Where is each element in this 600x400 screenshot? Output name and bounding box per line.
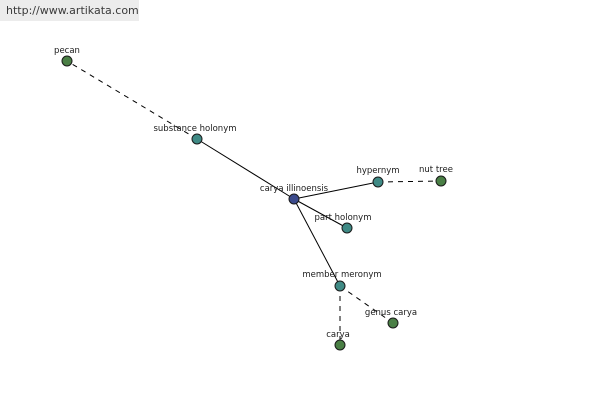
node-pecan[interactable] bbox=[61, 55, 73, 67]
node-member-meronym[interactable] bbox=[334, 280, 346, 292]
node-label-part-holonym: part holonym bbox=[315, 213, 372, 223]
edges-layer bbox=[66, 60, 442, 345]
node-substance-holonym[interactable] bbox=[191, 133, 203, 145]
node-label-substance-holonym: substance holonym bbox=[153, 124, 236, 134]
edge-hypernym-to-nut-tree bbox=[377, 180, 442, 183]
node-nut-tree[interactable] bbox=[435, 175, 447, 187]
node-part-holonym[interactable] bbox=[341, 222, 353, 234]
node-label-carya: carya bbox=[326, 330, 350, 340]
labels-layer: carya illinoensis substance holonym pecan h… bbox=[54, 46, 453, 340]
node-label-hypernym: hypernym bbox=[356, 166, 399, 176]
node-carya[interactable] bbox=[334, 339, 346, 351]
node-label-carya-illinoensis: carya illinoensis bbox=[260, 184, 329, 194]
site-url-watermark: http://www.artikata.com bbox=[0, 0, 139, 21]
edge-carya-illinoensis-to-substance-holonym bbox=[196, 138, 295, 200]
node-label-genus-carya: genus carya bbox=[365, 308, 417, 318]
edge-carya-illinoensis-to-part-holonym bbox=[293, 198, 348, 229]
node-label-pecan: pecan bbox=[54, 46, 80, 56]
edge-carya-illinoensis-to-hypernym bbox=[293, 181, 379, 200]
node-label-nut-tree: nut tree bbox=[419, 165, 453, 175]
edge-member-meronym-to-genus-carya bbox=[339, 285, 394, 324]
edge-carya-illinoensis-to-member-meronym bbox=[293, 198, 341, 287]
node-hypernym[interactable] bbox=[372, 176, 384, 188]
nodes-layer bbox=[61, 55, 447, 351]
node-carya-illinoensis[interactable] bbox=[288, 193, 300, 205]
node-label-member-meronym: member meronym bbox=[302, 270, 381, 280]
node-genus-carya[interactable] bbox=[387, 317, 399, 329]
